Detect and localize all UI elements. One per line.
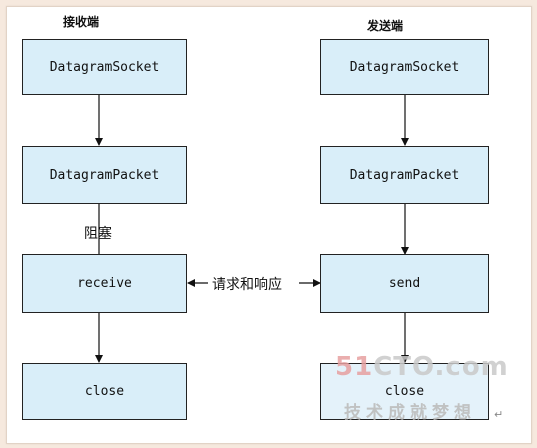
recv-datagrampacket-box: DatagramPacket bbox=[22, 146, 187, 204]
recv-receive-box: receive bbox=[22, 254, 187, 313]
exchange-label: 请求和响应 bbox=[212, 277, 282, 293]
watermark-tagline: 技术成就梦想 bbox=[344, 403, 476, 423]
block-label: 阻塞 bbox=[84, 226, 112, 242]
send-datagrampacket-box: DatagramPacket bbox=[320, 146, 489, 204]
send-send-box: send bbox=[320, 254, 489, 313]
watermark-logo: 51CTO.com bbox=[335, 352, 509, 382]
return-mark-icon: ↵ bbox=[494, 408, 504, 421]
recv-close-box: close bbox=[22, 363, 187, 420]
send-datagramsocket-box: DatagramSocket bbox=[320, 39, 489, 95]
sender-heading: 发送端 bbox=[367, 19, 404, 33]
send-close-box: close bbox=[320, 363, 489, 420]
receiver-heading: 接收端 bbox=[63, 15, 100, 29]
recv-datagramsocket-box: DatagramSocket bbox=[22, 39, 187, 95]
